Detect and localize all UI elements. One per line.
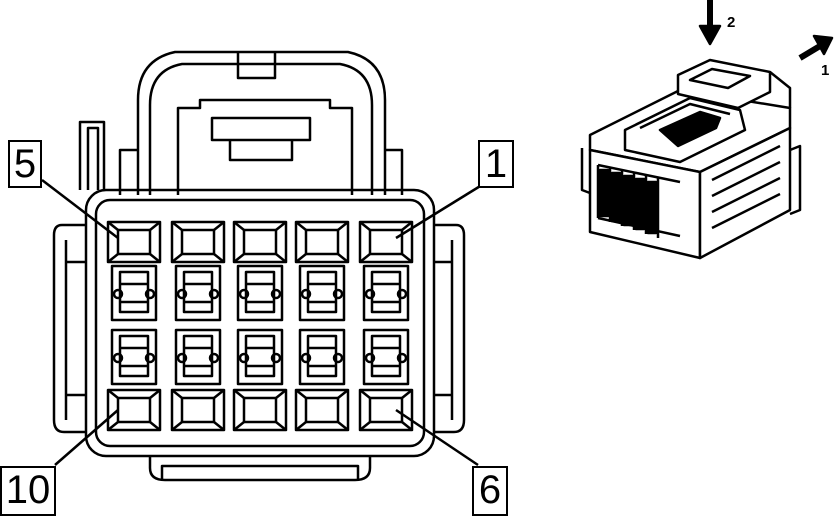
pin-cavity (296, 222, 348, 320)
pin-cavity (172, 330, 224, 430)
pin-cavity (360, 330, 412, 430)
pin-label-top-left: 5 (8, 140, 42, 188)
connector-body (54, 190, 464, 480)
pin-cavity (108, 330, 160, 430)
pin-cavity (234, 222, 286, 320)
side-lock-post (80, 122, 104, 190)
connector-latch (120, 52, 402, 195)
push-arrow-label: 2 (727, 14, 736, 31)
pin-cavity (360, 222, 412, 320)
isometric-pin-slots (598, 165, 680, 238)
pin-cavity (296, 330, 348, 430)
pin-cavities (108, 222, 412, 430)
isometric-connector-view (582, 60, 800, 258)
pin-cavity (172, 222, 224, 320)
pin-cavity (234, 330, 286, 430)
pin-cavity (108, 222, 160, 320)
leader-lines (42, 180, 490, 465)
pin-label-bottom-left: 10 (0, 466, 56, 516)
push-arrow-icon (700, 0, 720, 44)
slide-arrow-icon (800, 36, 832, 58)
pin-label-top-right: 1 (478, 140, 514, 188)
pin-label-bottom-right: 6 (472, 466, 508, 516)
slide-arrow-label: 1 (821, 62, 830, 79)
